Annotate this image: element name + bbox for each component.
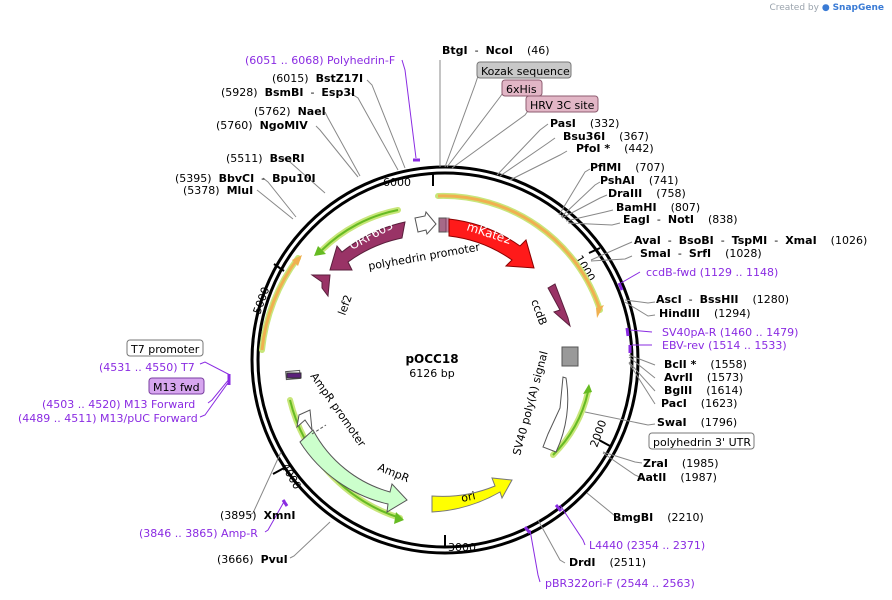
enzyme-site-label: (3895) XmnI	[220, 509, 295, 522]
snapgene-credit: Created by ● SnapGene	[769, 3, 884, 13]
enzyme-site-label: PasI (332)	[550, 117, 619, 130]
ccdb-shape	[547, 283, 571, 328]
sv40-label: SV40 poly(A) signal	[510, 350, 550, 457]
sv40-shape	[542, 376, 569, 453]
primer-label: EBV-rev (1514 .. 1533)	[662, 339, 787, 352]
enzyme-site-label: SwaI (1796)	[657, 416, 737, 429]
ori-label: ori	[460, 489, 477, 505]
primer-markers	[227, 158, 632, 534]
enzyme-site-label: EagI - NotI (838)	[623, 213, 738, 226]
ampr-shape	[299, 429, 408, 513]
enzyme-site-label: SmaI - SrfI (1028)	[640, 247, 762, 260]
enzyme-site-label: DrdI (2511)	[569, 556, 646, 569]
mkate2-shape	[448, 218, 535, 269]
ampr-dash	[311, 424, 327, 435]
enzyme-site-label: Bsu36I (367)	[563, 130, 649, 143]
t7-promoter-label: T7 promoter	[130, 343, 200, 356]
enzyme-site-label: (5395) BbvCI - Bpu10I	[175, 172, 316, 185]
enzyme-site-label: (5762) NaeI	[254, 105, 326, 118]
enzyme-labels-left: (6015) BstZ17I(5928) BsmBI - Esp3I (5762)…	[175, 72, 363, 566]
primer-label: (3846 .. 3865) Amp-R	[139, 527, 258, 540]
primer-lines	[199, 59, 653, 583]
primer-label: (6051 .. 6068) Polyhedrin-F	[245, 54, 395, 67]
enzyme-site-label: AvrII (1573)	[664, 371, 743, 384]
ampr-label: AmpR	[376, 461, 412, 485]
lef2-label: lef2	[336, 293, 355, 317]
primer-label: SV40pA-R (1460 .. 1479)	[662, 326, 798, 339]
m13-shape	[286, 372, 302, 379]
enzyme-site-label: BglII (1614)	[664, 384, 743, 397]
orf603-shape	[329, 221, 406, 271]
enzyme-site-label: BtgI - NcoI (46)	[442, 44, 550, 57]
polyhedrin-promoter-label: polyhedrin promoter	[367, 240, 481, 273]
enzyme-site-label: (3666) PvuI	[217, 553, 288, 566]
ampr-promoter-shape	[296, 409, 313, 432]
primer-label: pBR322ori-F (2544 .. 2563)	[545, 577, 695, 590]
enzyme-site-label: ZraI (1985)	[643, 457, 719, 470]
enzyme-site-label: BclI * (1558)	[664, 358, 747, 371]
enzyme-site-label: (5928) BsmBI - Esp3I	[221, 86, 355, 99]
enzyme-site-label: (5760) NgoMIV	[216, 119, 308, 132]
enzyme-site-label: AscI - BssHII (1280)	[656, 293, 789, 306]
enzyme-labels-right: BtgI - NcoI (46)PasI (332)Bsu36I (367)Pf…	[442, 44, 867, 569]
primer-label: ccdB-fwd (1129 .. 1148)	[646, 266, 778, 279]
enzyme-site-label: (5378) MluI	[183, 184, 253, 197]
enzyme-site-label: HindIII (1294)	[659, 307, 751, 320]
gray-box-shape	[561, 346, 579, 367]
plasmid-length: 6126 bp	[409, 367, 454, 380]
tick-marks	[272, 173, 611, 548]
kozak-label: Kozak sequence	[481, 65, 570, 78]
enzyme-site-label: (5511) BseRI	[226, 152, 305, 165]
enzyme-lines-left	[247, 79, 406, 559]
tick-label: 6000	[383, 176, 411, 189]
enzyme-site-label: AvaI - BsoBI - TspMI - XmaI (1026)	[634, 234, 867, 247]
enzyme-site-label: BamHI (807)	[616, 201, 700, 214]
enzyme-site-label: BmgBI (2210)	[613, 511, 704, 524]
enzyme-site-label: DraIII (758)	[608, 187, 686, 200]
primer-label: L4440 (2354 .. 2371)	[589, 539, 705, 552]
primer-labels: (6051 .. 6068) Polyhedrin-F ccdB-fwd (11…	[18, 54, 798, 590]
ori-shape	[431, 477, 513, 513]
primer-label: (4503 .. 4520) M13 Forward	[42, 398, 195, 411]
his-label: 6xHis	[506, 83, 537, 96]
orf-arcs	[259, 192, 604, 524]
enzyme-site-label: (6015) BstZ17I	[272, 72, 363, 85]
hrv3c-label: HRV 3C site	[530, 99, 595, 112]
primer-label: (4531 .. 4550) T7	[99, 361, 195, 374]
plasmid-name: pOCC18	[405, 352, 458, 366]
enzyme-site-label: PacI (1623)	[661, 397, 737, 410]
enzyme-site-label: AatII (1987)	[637, 471, 717, 484]
ccdb-label: ccdB	[528, 298, 549, 327]
lef2-shape	[310, 274, 331, 298]
enzyme-site-label: PflMI (707)	[590, 161, 665, 174]
his-shape	[438, 217, 450, 233]
boxed-labels: Kozak sequence 6xHis HRV 3C site polyhed…	[126, 61, 755, 450]
feature-shapes	[285, 210, 579, 513]
enzyme-site-label: PshAI (741)	[600, 174, 678, 187]
m13-fwd-label: M13 fwd	[153, 381, 200, 394]
enzyme-site-label: PfoI * (442)	[576, 142, 654, 155]
polyhedrin-utr-label: polyhedrin 3' UTR	[653, 436, 751, 449]
primer-label: (4489 .. 4511) M13/pUC Forward	[18, 412, 198, 425]
polyhedrin-promoter-shape	[414, 210, 437, 236]
tick-label: 3000	[448, 541, 476, 554]
